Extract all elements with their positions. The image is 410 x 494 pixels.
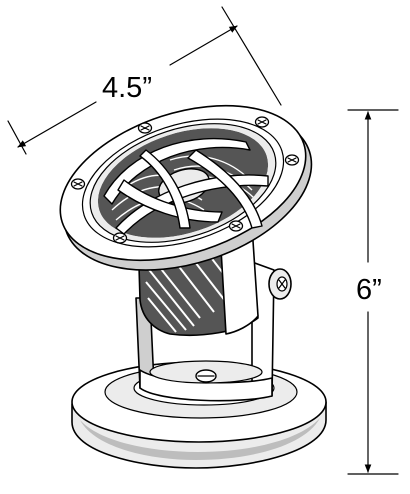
ring-screw-3 — [284, 154, 300, 166]
height-label: 6” — [356, 274, 382, 306]
width-dimension: 4.5” — [7, 6, 282, 155]
height-dimension: 6” — [347, 109, 399, 475]
ring-screw-5 — [112, 232, 128, 244]
ring-screws — [70, 116, 300, 244]
grille-bar-1 — [103, 137, 251, 205]
mounting-bracket — [135, 261, 275, 402]
ring-screw-4 — [70, 178, 86, 190]
width-extension-line-right — [221, 6, 282, 106]
ring-screw-2 — [254, 116, 270, 128]
width-dimension-line-left — [17, 101, 97, 148]
width-extension-line-left — [7, 120, 27, 155]
lamp-grille — [103, 137, 269, 235]
width-dimension-line-right — [169, 25, 238, 66]
grille-bar-3 — [117, 179, 223, 223]
base-rim-shade — [80, 418, 320, 460]
grille-bar-5 — [139, 149, 191, 229]
width-label: 4.5” — [102, 72, 152, 104]
grille-bar-4 — [187, 149, 263, 229]
ring-screw-6 — [228, 220, 244, 232]
ring-screw-1 — [137, 122, 153, 134]
